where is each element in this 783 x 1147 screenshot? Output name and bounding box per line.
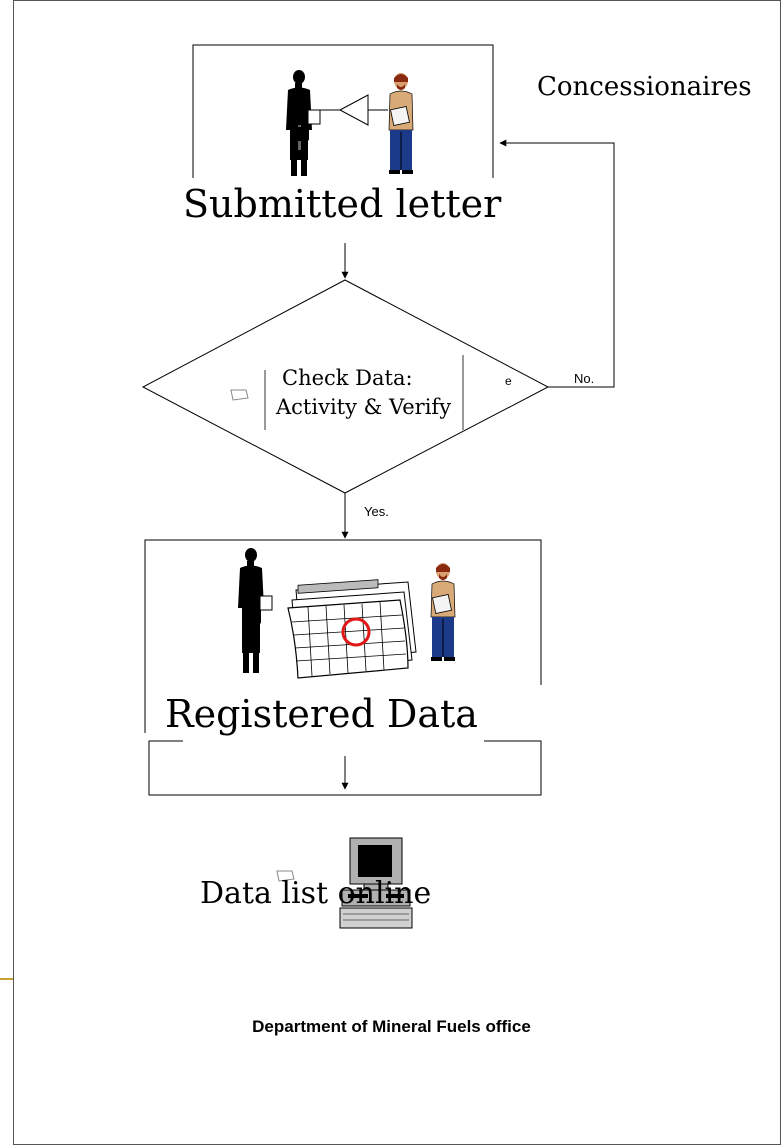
- registered-data-label: Registered Data: [165, 692, 478, 736]
- calendar-icon: [287, 579, 417, 679]
- man-with-clipboard-icon: [430, 563, 456, 661]
- data-list-box: [148, 740, 542, 796]
- edge-yes-label: Yes.: [364, 504, 389, 519]
- no-feedback-line: [499, 139, 615, 388]
- edge-no-label: No.: [574, 371, 595, 386]
- activity-verify-label: Activity & Verify: [276, 395, 452, 419]
- slide-frame: [13, 0, 781, 1145]
- data-list-online-label: Data list online: [200, 876, 432, 911]
- computer-icon: [339, 837, 413, 929]
- footer-department: Department of Mineral Fuels office: [252, 1017, 531, 1036]
- check-data-label: Check Data:: [282, 366, 413, 390]
- man-with-clipboard-icon: [388, 73, 414, 174]
- concessionaires-label: Concessionaires: [537, 72, 752, 102]
- registered-data-box: [144, 539, 542, 733]
- businesswoman-icon: [286, 70, 321, 176]
- submitted-letter-label: Submitted letter: [183, 182, 502, 226]
- businesswoman-icon: [238, 548, 273, 673]
- submitted-letter-box: [192, 44, 494, 178]
- decorative-line: [0, 978, 13, 980]
- diamond-hidden-text: e: [505, 374, 512, 388]
- pushpin-icon: [230, 389, 295, 882]
- triangle-connector: [338, 94, 369, 126]
